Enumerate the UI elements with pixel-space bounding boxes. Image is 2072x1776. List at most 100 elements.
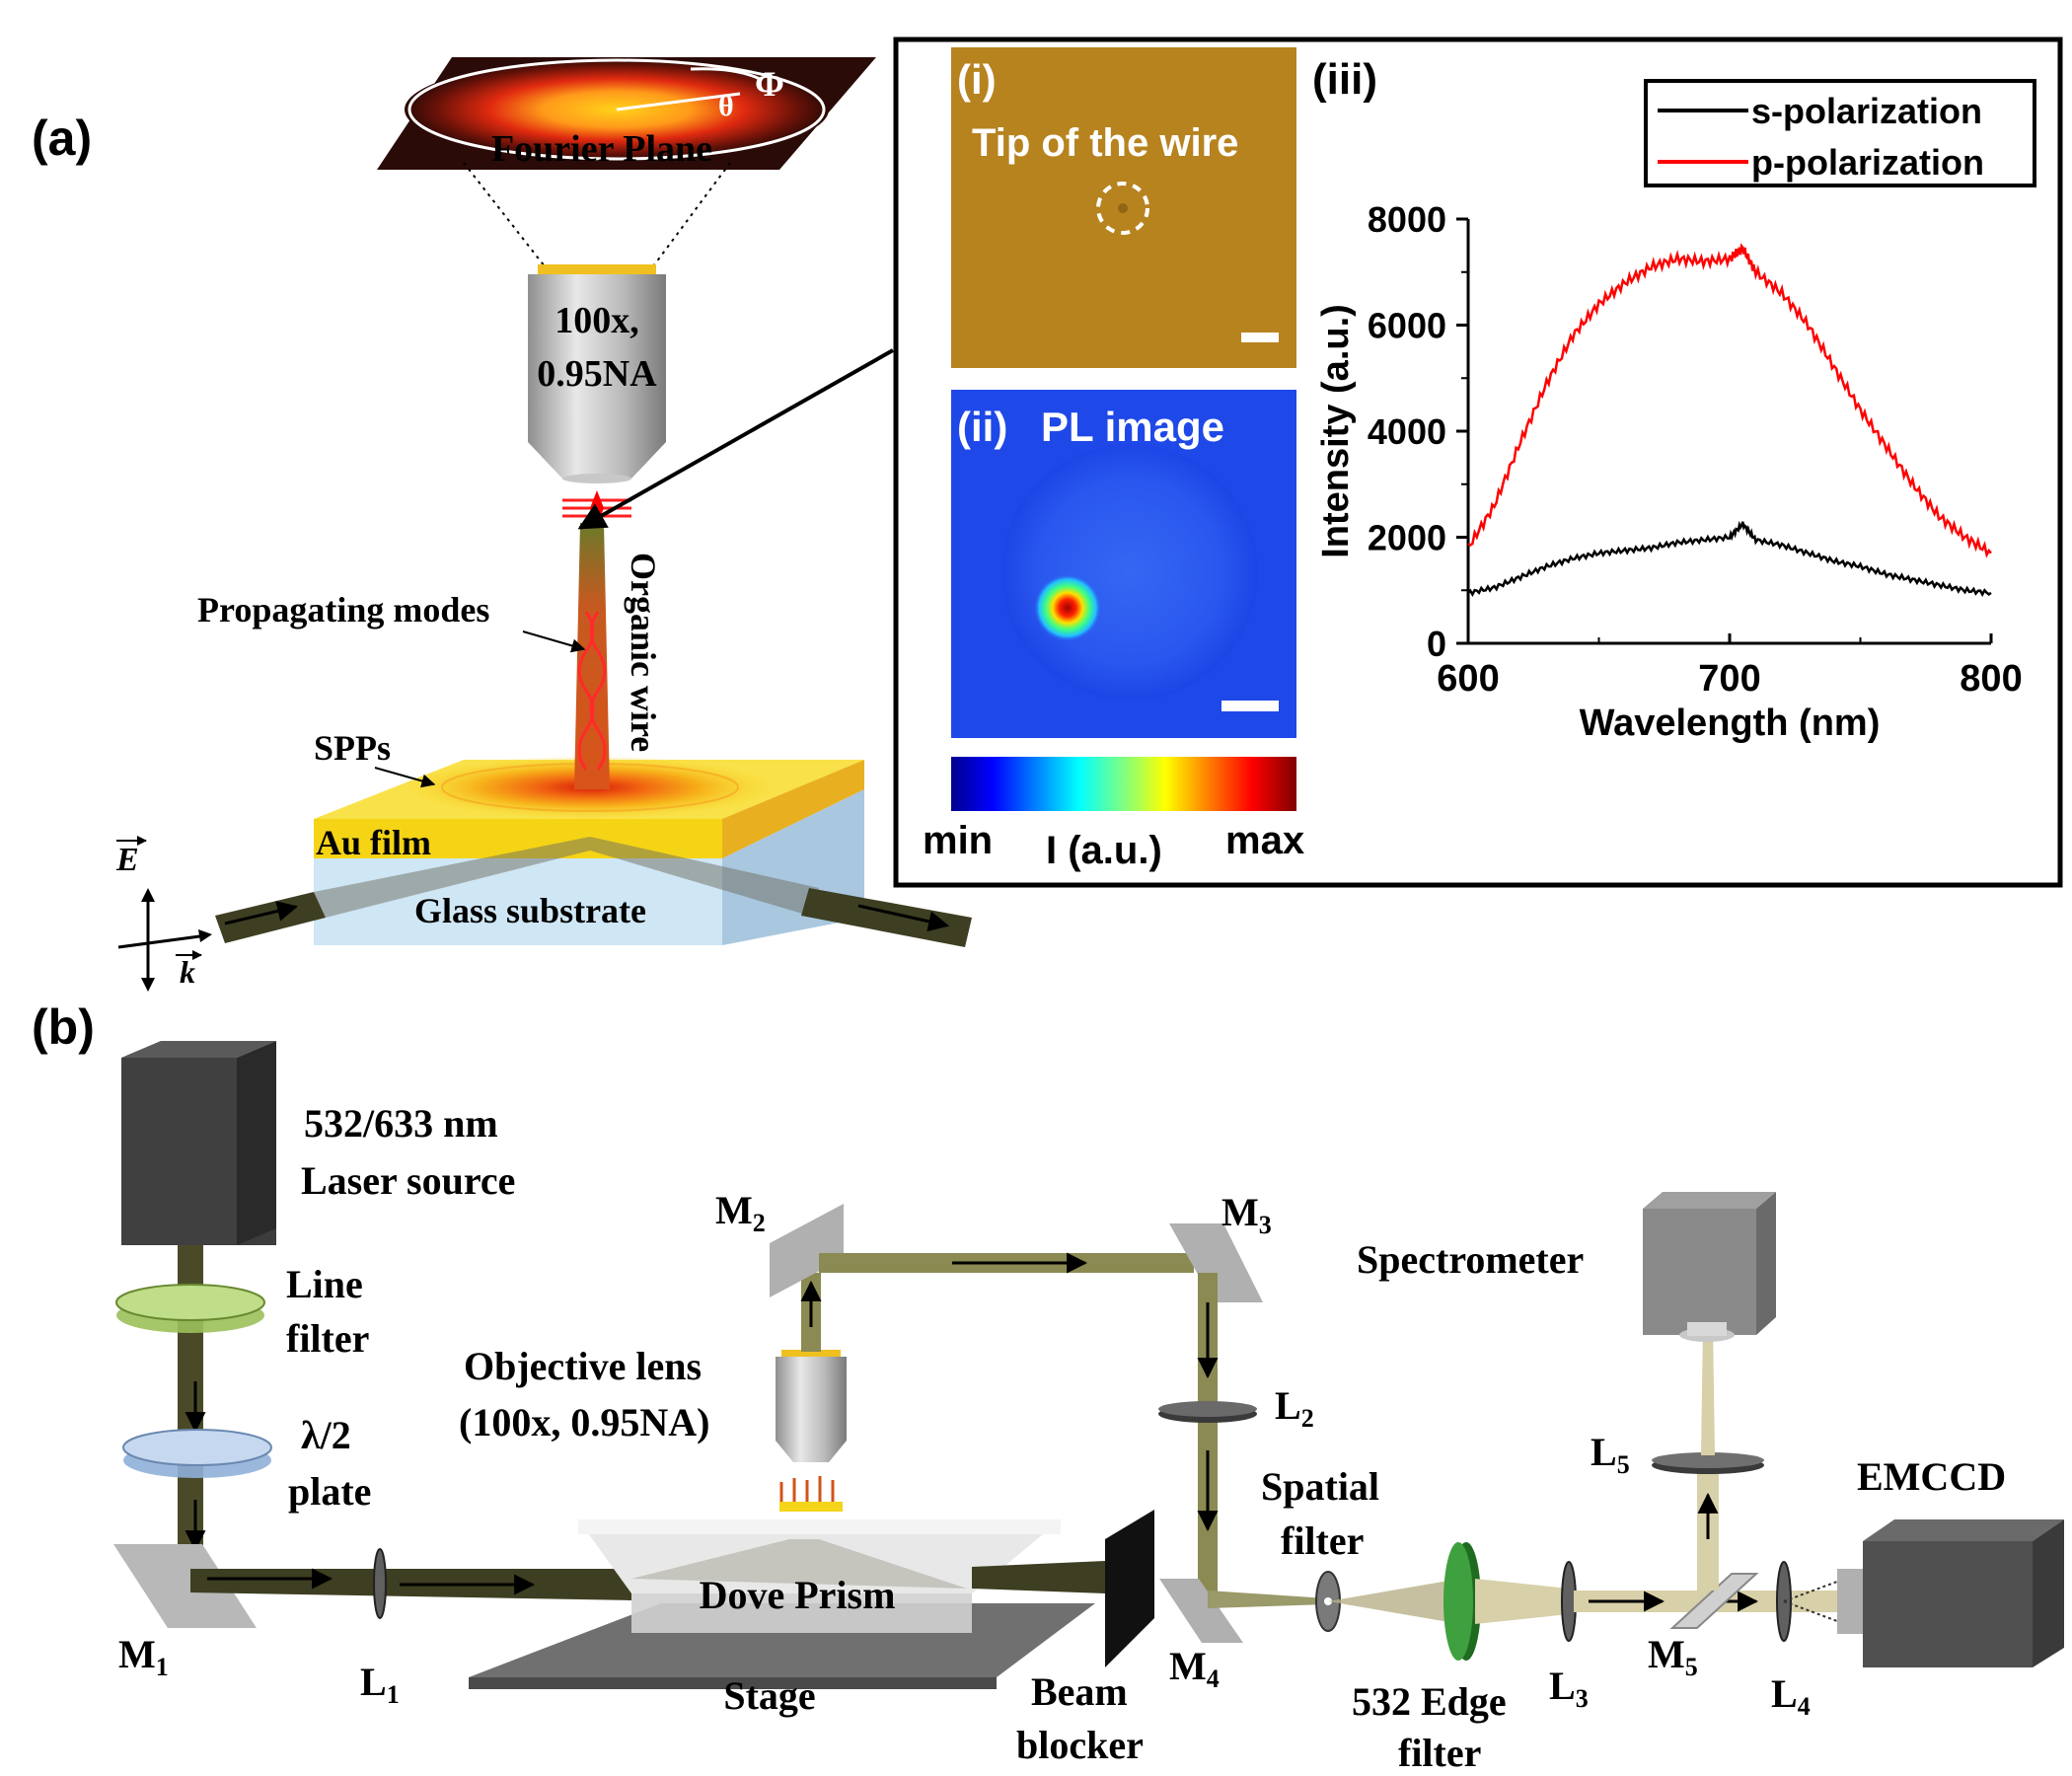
y-tick-label: 2000 — [1368, 518, 1446, 558]
edge-filter — [1443, 1542, 1481, 1661]
legend-label-s-polarization: s-polarization — [1751, 91, 1982, 131]
emccd — [1837, 1519, 2064, 1667]
m1-label: M1 — [118, 1632, 169, 1681]
organic-wire-label: Organic wire — [624, 553, 663, 752]
objective-a-line2: 0.95NA — [537, 353, 657, 395]
ray-right — [652, 162, 731, 267]
y-tick-label: 0 — [1427, 624, 1446, 664]
halfwave-label-1: λ/2 — [301, 1413, 351, 1457]
scale-bar-i — [1241, 333, 1279, 342]
pl-image: (ii) PL image — [951, 390, 1296, 738]
line-filter-label-2: filter — [286, 1316, 369, 1361]
y-axis-label: Intensity (a.u.) — [1315, 304, 1357, 558]
propagating-modes-arrow — [522, 630, 586, 653]
objective-a-line1: 100x, — [555, 300, 639, 341]
spps-arrow — [374, 767, 436, 788]
y-tick-label: 6000 — [1368, 306, 1446, 346]
beam-blocker-label-1: Beam — [1031, 1669, 1128, 1714]
glass-substrate-label: Glass substrate — [414, 891, 646, 930]
x-tick-label: 700 — [1698, 658, 1760, 700]
beam-to-spectrometer — [1701, 1322, 1715, 1455]
scale-bar-ii — [1221, 701, 1279, 711]
halfwave-plate — [122, 1429, 272, 1478]
colorbar-label: I (a.u.) — [1046, 829, 1162, 872]
ray-left — [463, 162, 546, 267]
objective-lens-a: 100x, 0.95NA — [528, 264, 666, 483]
y-tick-label: 4000 — [1368, 411, 1446, 452]
m3-label: M3 — [1221, 1190, 1272, 1239]
polarization-axes: E k — [115, 836, 212, 992]
optical-image-tag: (i) — [957, 56, 997, 103]
phi-symbol: Φ — [755, 64, 784, 104]
colorbar-max: max — [1225, 819, 1304, 862]
objective-lens-b — [776, 1350, 847, 1512]
beam-in-arrow — [224, 901, 299, 925]
beam-to-spatial-filter — [1208, 1591, 1327, 1608]
chart-tag: (iii) — [1312, 55, 1377, 104]
mirror-m4 — [1159, 1579, 1243, 1643]
dove-prism-label: Dove Prism — [700, 1573, 896, 1617]
fourier-plane-label: Fourier Plane — [491, 128, 712, 170]
halfwave-label-2: plate — [288, 1469, 371, 1514]
legend-label-p-polarization: p-polarization — [1751, 142, 1984, 183]
spps-label: SPPs — [314, 728, 391, 768]
panel-b-label: (b) — [32, 999, 95, 1055]
organic-wire — [574, 523, 610, 789]
mirror-m2 — [770, 1204, 844, 1297]
mirror-m3 — [1169, 1223, 1263, 1302]
line-filter-label-1: Line — [286, 1262, 363, 1306]
stage-label: Stage — [723, 1673, 815, 1718]
laser-label-1: 532/633 nm — [304, 1101, 498, 1146]
beam-blocker-label-2: blocker — [1016, 1723, 1144, 1767]
l1-label: L1 — [360, 1660, 400, 1709]
m2-label: M2 — [715, 1188, 766, 1237]
spatial-filter-label-1: Spatial — [1261, 1464, 1379, 1509]
pl-image-caption: PL image — [1041, 404, 1224, 450]
beam-in-a — [215, 892, 326, 943]
objective-b-label-2: (100x, 0.95NA) — [459, 1400, 709, 1444]
lens-l3 — [1561, 1561, 1577, 1642]
colorbar-min: min — [923, 819, 993, 862]
l5-label: L5 — [1591, 1430, 1630, 1479]
mirror-m5 — [1669, 1573, 1759, 1629]
l4-label: L4 — [1771, 1671, 1811, 1721]
y-tick-label: 8000 — [1368, 199, 1446, 240]
e-vector-label: E — [115, 842, 139, 878]
beam-to-blocker — [972, 1561, 1105, 1593]
pl-image-tag: (ii) — [957, 404, 1007, 450]
spectrometer — [1643, 1192, 1776, 1342]
spectrometer-label: Spectrometer — [1357, 1237, 1584, 1282]
l2-label: L2 — [1275, 1383, 1314, 1433]
objective-b-label-1: Objective lens — [464, 1344, 702, 1388]
beam-out-arrow — [857, 904, 950, 932]
beam-out-a — [801, 888, 972, 947]
panel-a-label: (a) — [32, 111, 92, 166]
emccd-label: EMCCD — [1857, 1454, 2006, 1499]
lens-l1 — [373, 1548, 387, 1619]
beam-blocker — [1105, 1510, 1154, 1667]
dove-prism — [578, 1519, 1061, 1633]
propagating-modes-label: Propagating modes — [197, 590, 489, 629]
l3-label: L3 — [1549, 1664, 1589, 1713]
lens-l2 — [1158, 1401, 1257, 1423]
m5-label: M5 — [1648, 1632, 1698, 1681]
edge-filter-label-1: 532 Edge — [1352, 1679, 1507, 1724]
edge-filter-label-2: filter — [1398, 1731, 1481, 1775]
au-film-block — [314, 756, 864, 945]
theta-symbol: θ — [718, 90, 734, 122]
lens-l5 — [1652, 1452, 1764, 1474]
spatial-filter-label-2: filter — [1281, 1518, 1364, 1563]
optical-image: (i) Tip of the wire — [951, 47, 1296, 368]
x-tick-label: 800 — [1960, 658, 2022, 700]
beam-out-glass — [590, 837, 819, 916]
x-tick-label: 600 — [1437, 658, 1499, 700]
mirror-m1 — [113, 1544, 257, 1628]
beam-in-glass — [314, 837, 590, 918]
au-film-label: Au film — [316, 823, 431, 862]
m4-label: M4 — [1169, 1644, 1220, 1693]
beam-diverging — [1328, 1579, 1460, 1624]
laser-source — [121, 1041, 276, 1245]
legend-box — [1644, 79, 2036, 187]
